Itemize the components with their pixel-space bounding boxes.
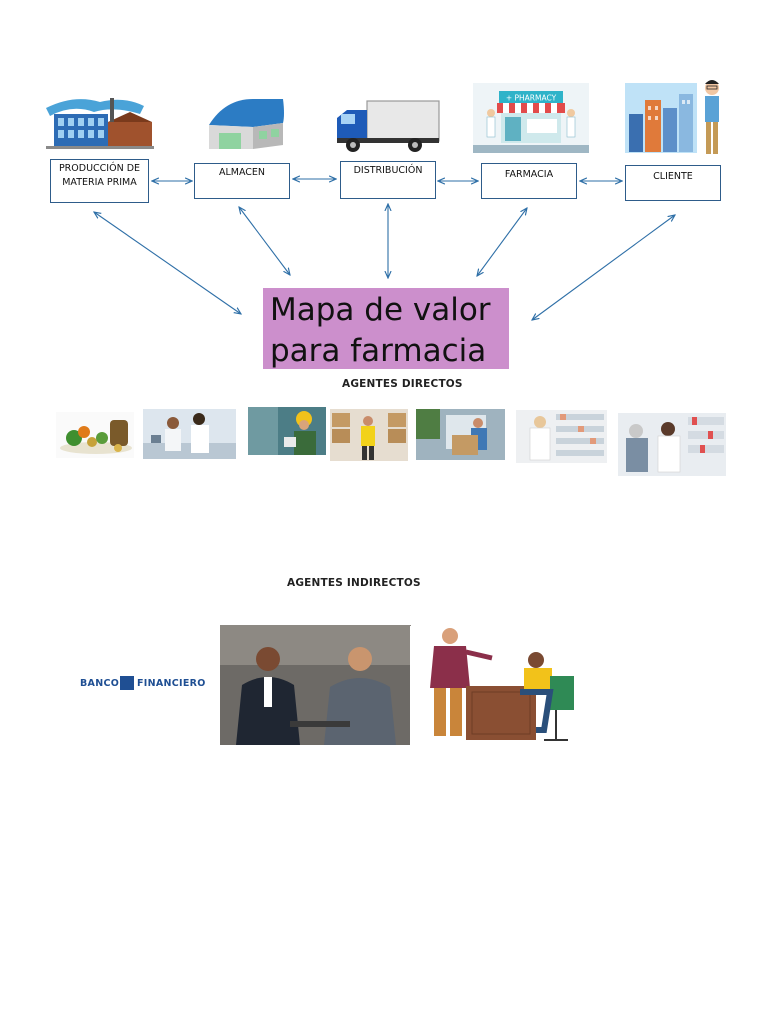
factory-worker-photo xyxy=(248,407,326,455)
node-distribucion: DISTRIBUCIÓN xyxy=(340,161,436,199)
direct-agents-heading: AGENTES DIRECTOS xyxy=(342,378,463,390)
arrow-almacen-centro xyxy=(239,207,290,275)
node-almacen-label: ALMACEN xyxy=(218,167,266,178)
warehouse-worker-photo xyxy=(330,409,408,461)
delivery-worker-photo xyxy=(416,409,505,460)
bank-emblem-icon xyxy=(120,676,134,690)
bank-logo: BANCO FINANCIERO xyxy=(80,676,210,692)
node-farmacia-label: FARMACIA xyxy=(504,169,554,180)
customer-city-icon xyxy=(625,78,725,158)
advisor-client-illustration xyxy=(410,626,576,745)
arrow-produccion-centro xyxy=(94,212,241,314)
herbal-raw-materials-photo xyxy=(56,412,134,458)
pharmacy-customer-photo xyxy=(618,413,726,476)
flow-arrows xyxy=(0,0,768,400)
node-distribucion-label: DISTRIBUCIÓN xyxy=(353,165,423,176)
truck-icon xyxy=(335,100,441,154)
node-farmacia: FARMACIA xyxy=(481,163,577,199)
node-produccion-label-line2: MATERIA PRIMA xyxy=(62,177,137,188)
indirect-agents-heading: AGENTES INDIRECTOS xyxy=(287,577,421,589)
pharmacist-photo xyxy=(516,410,607,463)
center-title-line1: Mapa de valor xyxy=(270,292,491,328)
business-meeting-photo xyxy=(220,625,411,745)
node-cliente: CLIENTE xyxy=(625,165,721,201)
warehouse-icon xyxy=(205,95,287,151)
pharmacy-store-icon: + PHARMACY xyxy=(473,83,589,153)
arrow-farmacia-centro xyxy=(477,208,527,276)
center-title: Mapa de valor para farmacia xyxy=(263,288,509,369)
node-produccion: PRODUCCIÓN DE MATERIA PRIMA xyxy=(50,159,149,203)
bank-logo-left-text: BANCO xyxy=(80,678,120,689)
center-title-line2: para farmacia xyxy=(270,333,487,369)
node-cliente-label: CLIENTE xyxy=(653,171,693,182)
arrow-cliente-centro xyxy=(532,215,675,320)
bank-logo-right-text: FINANCIERO xyxy=(137,678,206,689)
factory-icon xyxy=(44,92,156,150)
node-produccion-label-line1: PRODUCCIÓN DE xyxy=(58,163,141,174)
laboratory-scientists-photo xyxy=(143,409,236,459)
node-almacen: ALMACEN xyxy=(194,163,290,199)
pharmacy-sign-text: + PHARMACY xyxy=(506,94,557,103)
